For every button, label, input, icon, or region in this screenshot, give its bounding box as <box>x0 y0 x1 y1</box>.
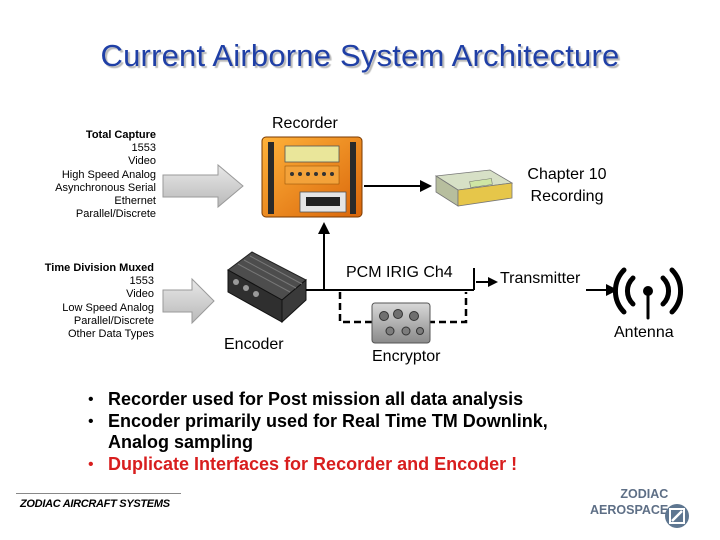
logo-line: AEROSPACE <box>590 503 669 517</box>
transmitter-label: Transmitter <box>500 270 581 287</box>
bullet-item: Recorder used for Post mission all data … <box>84 389 684 411</box>
total-capture-item: Asynchronous Serial <box>55 181 156 194</box>
total-capture-item: Video <box>128 155 156 168</box>
footer-divider <box>16 493 181 494</box>
architecture-diagram <box>162 136 684 344</box>
page-title: Current Airborne System Architecture <box>100 38 620 73</box>
encryptor-label: Encryptor <box>372 348 441 365</box>
company-logo-icon <box>665 504 689 528</box>
total-capture-item: 1553 <box>131 142 156 155</box>
antenna-label: Antenna <box>614 324 674 341</box>
total-capture-item: Parallel/Discrete <box>75 208 156 221</box>
chapter10-label-line: Recording <box>530 188 604 205</box>
bullet-list: Recorder used for Post mission all data … <box>84 389 684 475</box>
company-logo-text: ZODIAC AEROSPACE <box>590 487 668 517</box>
encryptor-device-icon <box>371 302 431 344</box>
total-capture-list: Total Capture 1553 Video High Speed Anal… <box>40 129 156 221</box>
bullet-item-highlight: Duplicate Interfaces for Recorder and En… <box>84 454 684 476</box>
bullet-item: Encoder primarily used for Real Time TM … <box>84 411 684 454</box>
time-division-list: Time Division Muxed 1553 Video Low Speed… <box>20 262 154 341</box>
time-division-item: Parallel/Discrete <box>73 314 154 327</box>
input-arrow-top <box>162 163 244 209</box>
bullet-text: Duplicate Interfaces for Recorder and En… <box>108 453 518 474</box>
bullet-text: Recorder used for Post mission all data … <box>108 389 524 409</box>
time-division-item: 1553 <box>129 275 154 288</box>
bullet-text: Encoder primarily used for Real Time TM … <box>108 410 548 431</box>
time-division-heading: Time Division Muxed <box>44 262 154 274</box>
time-division-item: Other Data Types <box>67 328 154 341</box>
total-capture-item: High Speed Analog <box>61 168 156 181</box>
antenna-icon <box>612 267 684 320</box>
bullet-text-continued: Analog sampling <box>108 432 254 452</box>
recorder-label: Recorder <box>272 115 338 132</box>
encoder-label: Encoder <box>224 336 284 353</box>
total-capture-item: Ethernet <box>114 195 156 208</box>
logo-slash-icon <box>669 508 685 524</box>
total-capture-heading: Total Capture <box>85 129 156 141</box>
pcm-label: PCM IRIG Ch4 <box>346 264 453 281</box>
recorder-device-icon <box>261 136 363 218</box>
time-division-item: Low Speed Analog <box>62 301 154 314</box>
encoder-device-icon <box>227 251 307 324</box>
chapter10-label: Chapter 10 Recording <box>520 164 614 208</box>
chapter10-module-icon <box>434 169 514 207</box>
footer-company-name: ZODIAC AIRCRAFT SYSTEMS <box>20 498 170 510</box>
chapter10-label-line: Chapter 10 <box>527 166 607 183</box>
time-division-item: Video <box>126 288 154 301</box>
input-arrow-bottom <box>162 277 215 325</box>
logo-line: ZODIAC <box>620 487 669 501</box>
